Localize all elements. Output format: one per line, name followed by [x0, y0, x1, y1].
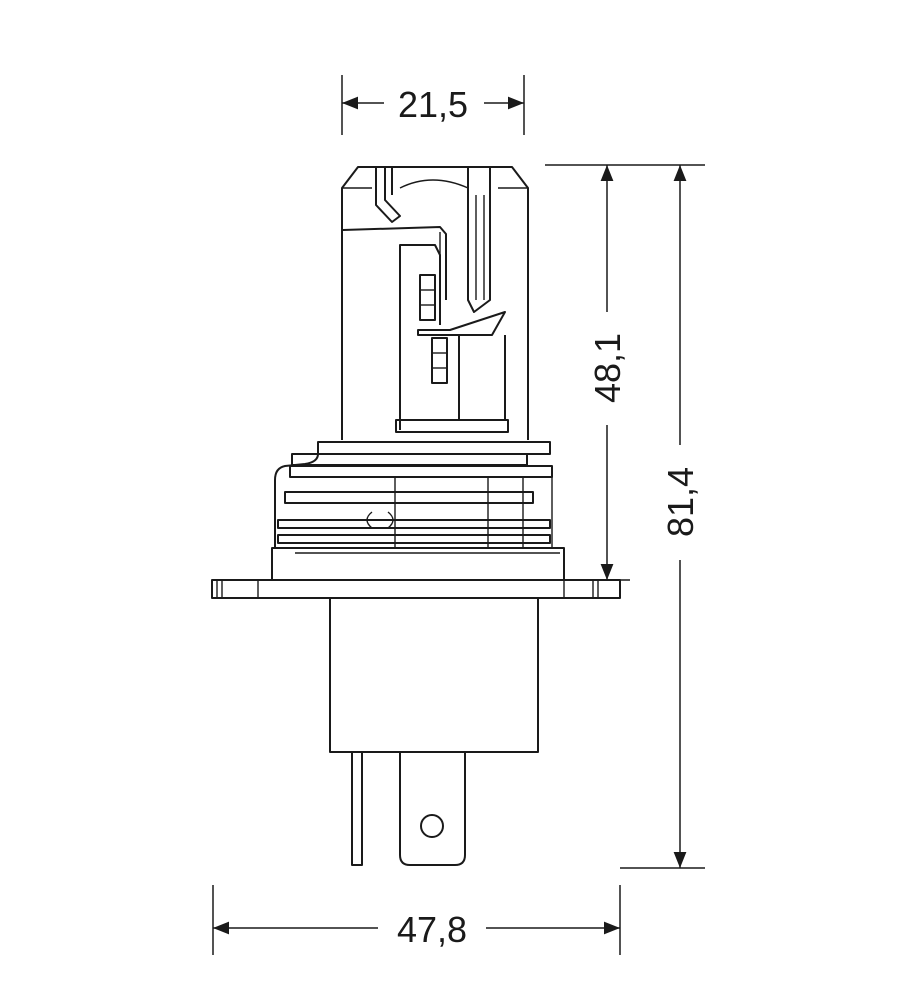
bulb-head	[341, 166, 529, 440]
dimension-bulb-height: 48,1	[545, 164, 630, 581]
socket	[329, 597, 539, 753]
bulb-base	[271, 441, 565, 581]
dimension-total-height: 81,4	[620, 164, 705, 869]
flange	[211, 579, 621, 599]
terminal-hole	[420, 814, 444, 838]
dimension-flange-width: 47,8	[212, 885, 621, 955]
dimension-top-width: 21,5	[341, 75, 525, 135]
dimension-label-bulb-height: 48,1	[587, 333, 628, 403]
dimension-label-total-height: 81,4	[660, 467, 701, 537]
dimension-label-top-width: 21,5	[398, 84, 468, 125]
dimension-label-flange-width: 47,8	[397, 909, 467, 950]
terminals	[351, 752, 466, 866]
